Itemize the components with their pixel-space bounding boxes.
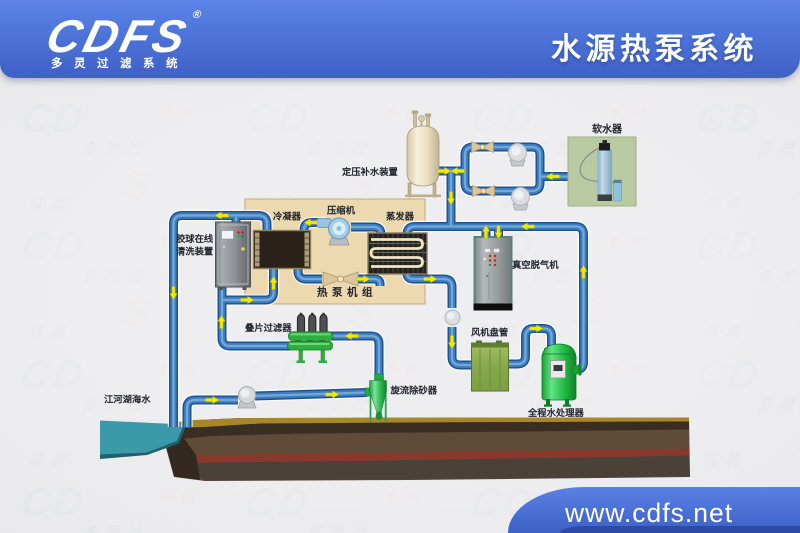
- svg-text:真空脱气机: 真空脱气机: [512, 259, 559, 270]
- svg-text:胶球在线: 胶球在线: [176, 233, 214, 244]
- svg-text:定压补水装置: 定压补水装置: [342, 166, 398, 177]
- svg-text:热泵机组: 热泵机组: [317, 286, 377, 299]
- svg-text:风机盘管: 风机盘管: [471, 327, 508, 338]
- svg-text:软水器: 软水器: [592, 123, 623, 136]
- svg-text:压缩机: 压缩机: [327, 205, 356, 216]
- svg-text:冷凝器: 冷凝器: [273, 211, 302, 222]
- svg-text:清洗装置: 清洗装置: [176, 246, 213, 257]
- svg-text:江河湖海水: 江河湖海水: [104, 394, 151, 405]
- svg-text:旋流除砂器: 旋流除砂器: [390, 385, 438, 396]
- svg-text:蒸发器: 蒸发器: [386, 211, 415, 222]
- svg-text:全程水处理器: 全程水处理器: [527, 407, 584, 418]
- svg-text:叠片过滤器: 叠片过滤器: [245, 322, 292, 333]
